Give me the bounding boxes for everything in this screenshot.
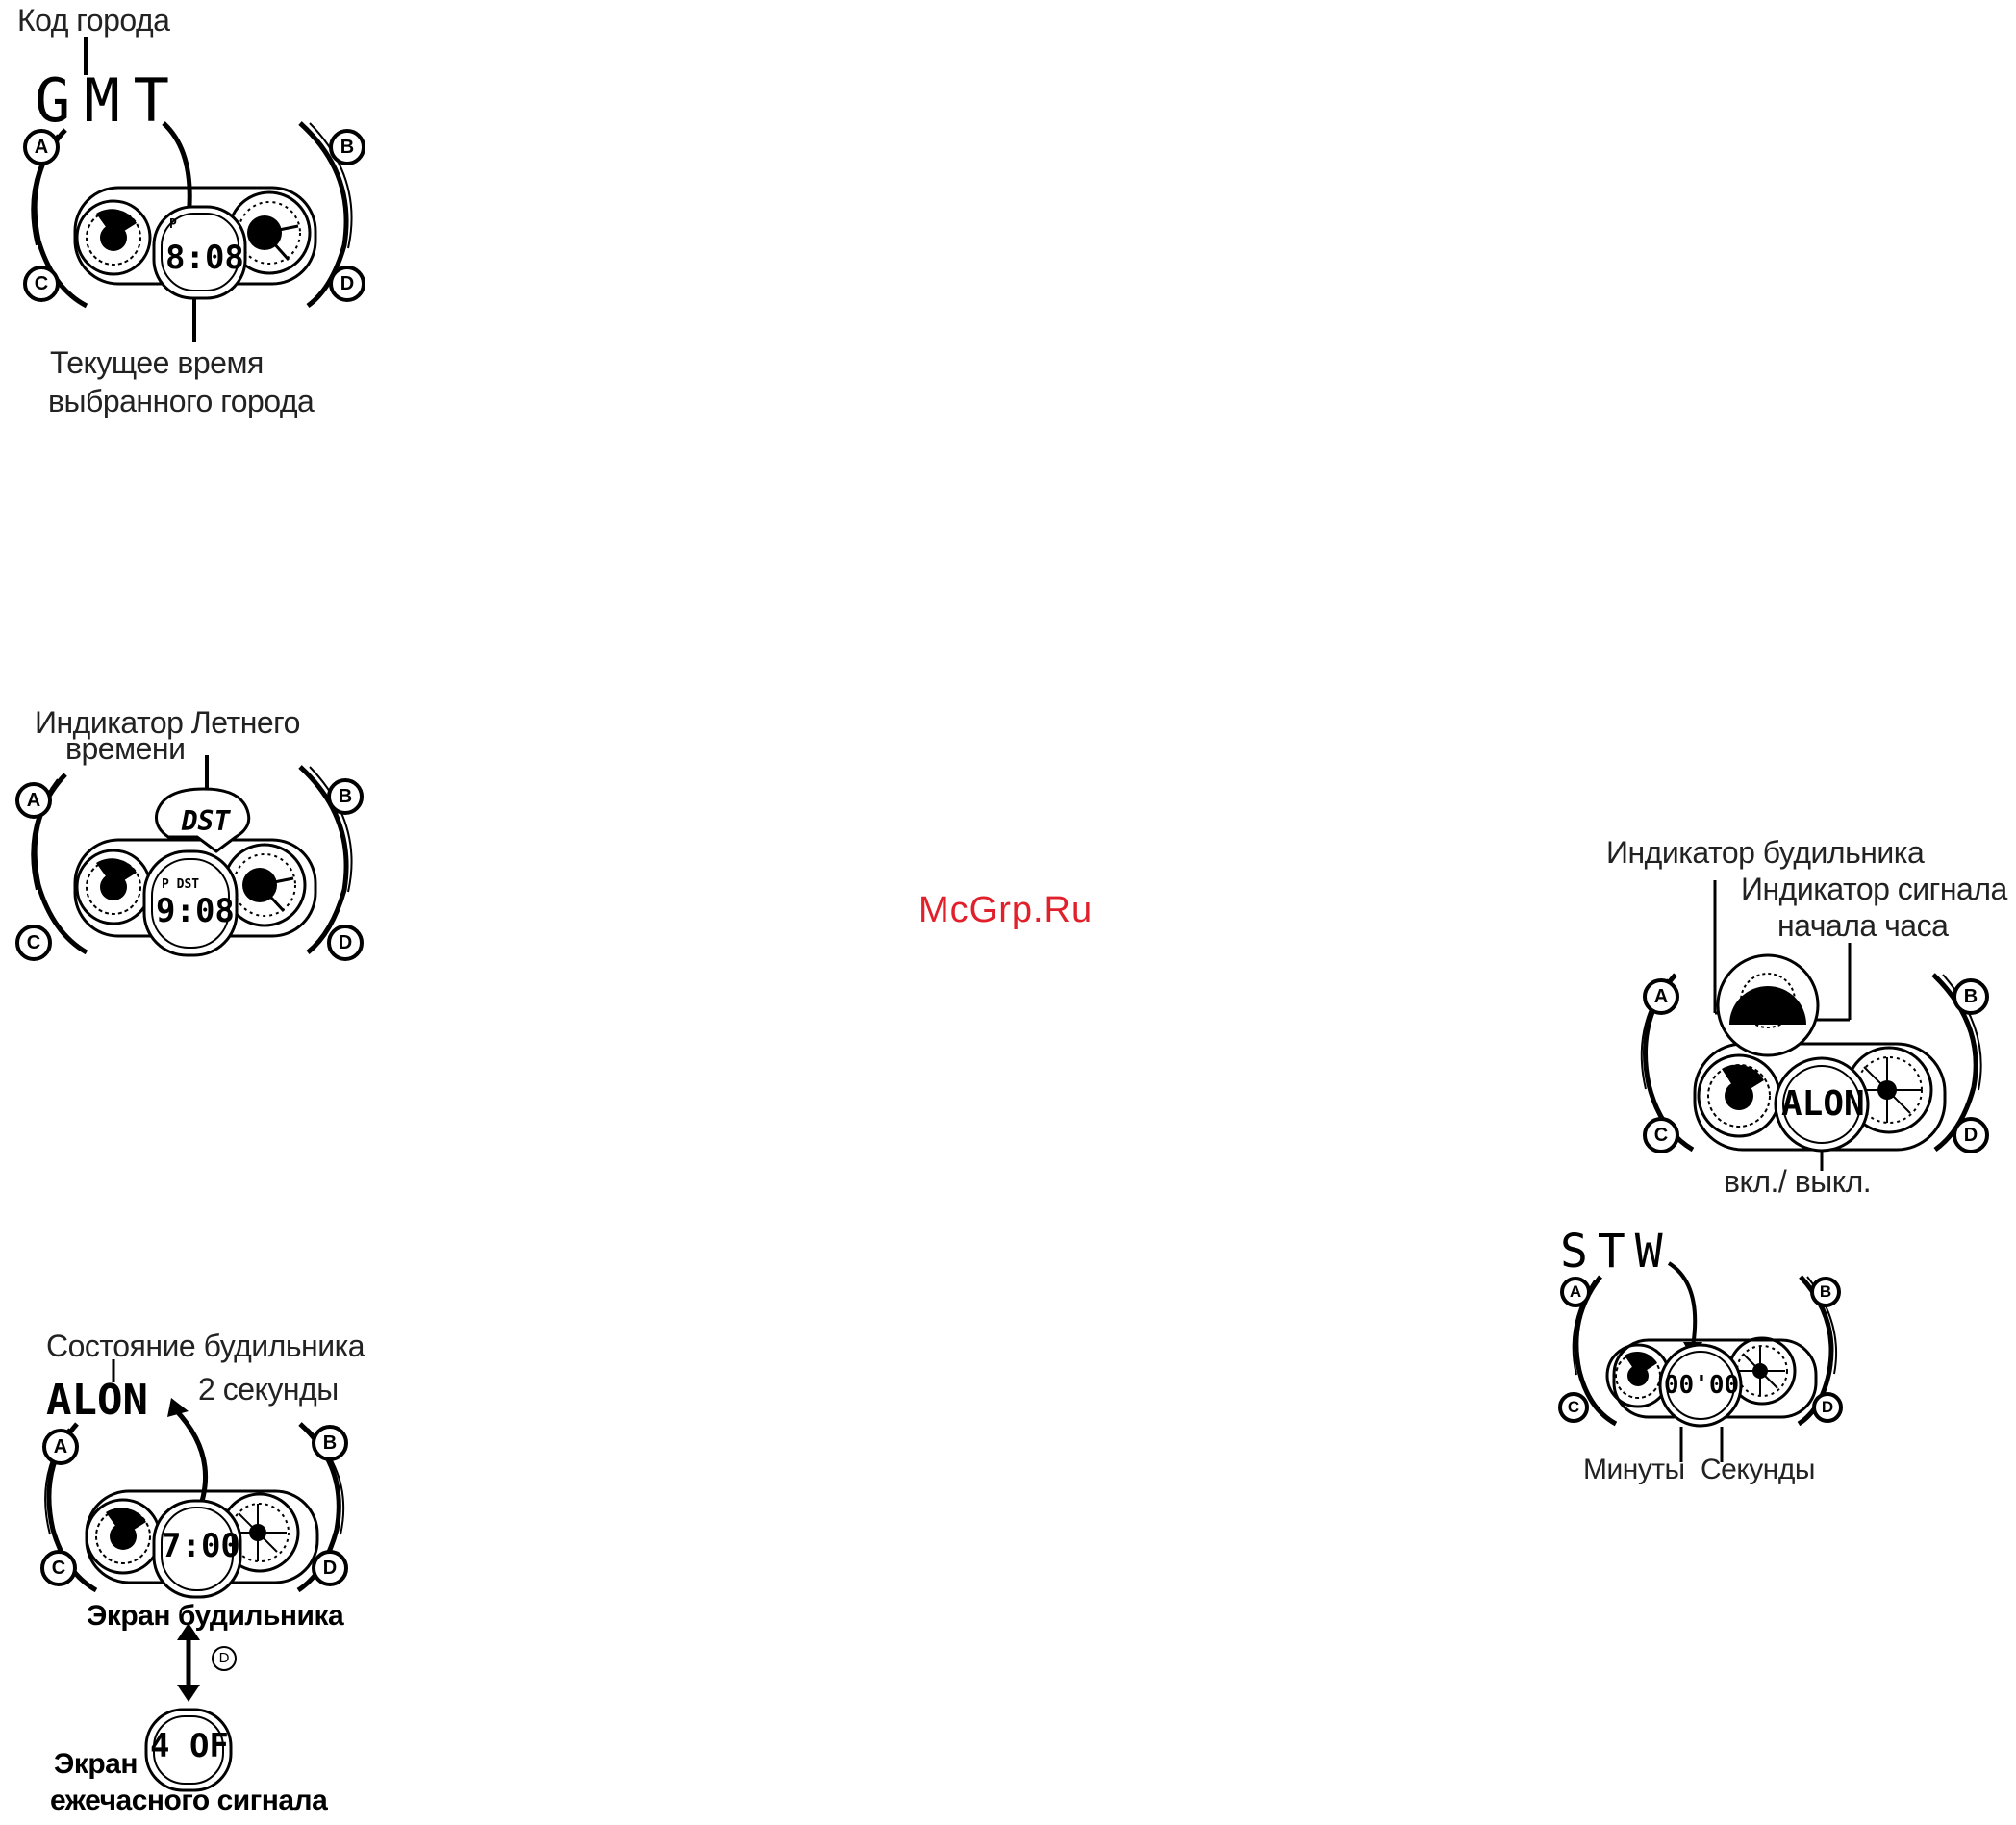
lcd-mark: P	[169, 217, 177, 232]
button-b[interactable]: B	[1810, 1277, 1841, 1307]
figure-city-code: Код города GMT P 8:08 A B C D Текущее вр…	[0, 0, 385, 423]
button-d[interactable]: D	[327, 925, 364, 961]
figure-dst: Индикатор Летнего времени DST P DST 9:08…	[0, 705, 385, 967]
button-b[interactable]: B	[312, 1425, 348, 1461]
button-c[interactable]: C	[1558, 1392, 1589, 1423]
stopwatch-time: 00'00	[1663, 1371, 1740, 1400]
button-a[interactable]: A	[15, 782, 52, 819]
button-b[interactable]: B	[329, 129, 365, 165]
stopwatch-mode-display: STW	[1560, 1225, 1673, 1279]
hourly-signal-label-1: Экран	[54, 1748, 139, 1780]
dst-bubble-text: DST	[181, 805, 231, 837]
button-a[interactable]: A	[1643, 978, 1679, 1015]
button-d-ref[interactable]: D	[212, 1646, 237, 1671]
watch-drawing	[1640, 880, 1982, 1171]
figure-stopwatch: STW 00'00 A B C D Минуты Секунды	[1558, 1225, 1847, 1496]
dst-label-1: Индикатор Летнего	[35, 705, 300, 740]
button-c[interactable]: C	[40, 1550, 77, 1586]
button-d[interactable]: D	[1812, 1392, 1843, 1423]
current-time-caption-1: Текущее время	[50, 345, 264, 380]
alarm-state-label: Состояние будильника	[46, 1329, 365, 1363]
watch-drawing	[31, 755, 353, 957]
alarm-screen-label: Экран будильника	[87, 1600, 344, 1632]
button-b[interactable]: B	[1953, 978, 1989, 1015]
current-time-caption-2: выбранного города	[48, 384, 315, 418]
watch-drawing	[44, 1359, 345, 1792]
button-c[interactable]: C	[23, 266, 60, 302]
button-d[interactable]: D	[329, 266, 365, 302]
alarm-state-display: ALON	[46, 1376, 148, 1425]
figure-alarm-indicators: Индикатор будильника Индикатор сигнала н…	[1606, 832, 2016, 1199]
hourly-indicator-label-2: начала часа	[1777, 908, 1949, 943]
button-d[interactable]: D	[1953, 1117, 1989, 1153]
hourly-signal-display: 4 OF	[150, 1727, 229, 1765]
button-a[interactable]: A	[1560, 1277, 1591, 1307]
alarm-indicator-label: Индикатор будильника	[1606, 835, 1925, 870]
button-b[interactable]: B	[327, 778, 364, 815]
lcd-mark: P DST	[162, 877, 200, 892]
watermark: McGrp.Ru	[919, 890, 1094, 930]
button-a[interactable]: A	[23, 129, 60, 165]
minutes-label: Минуты	[1583, 1454, 1685, 1485]
hourly-indicator-label-1: Индикатор сигнала	[1741, 872, 2007, 906]
dst-label-2: времени	[65, 731, 186, 766]
figure-alarm-state: Состояние будильника ALON 2 секунды 7:00…	[0, 1323, 385, 1825]
city-code-display: GMT	[35, 65, 183, 136]
city-code-label: Код города	[17, 3, 170, 38]
hourly-signal-label-2: ежечасного сигнала	[50, 1785, 328, 1816]
lcd-time: 9:08	[156, 892, 235, 930]
seconds-label: Секунды	[1701, 1454, 1815, 1485]
lcd-on-off: ALON	[1781, 1084, 1865, 1124]
button-c[interactable]: C	[1643, 1117, 1679, 1153]
button-a[interactable]: A	[42, 1429, 79, 1465]
lcd-time: 7:00	[162, 1527, 240, 1565]
on-off-caption: вкл./ выкл.	[1724, 1164, 1872, 1199]
button-d[interactable]: D	[312, 1550, 348, 1586]
seconds-label: 2 секунды	[198, 1372, 339, 1407]
lcd-time: 8:08	[165, 239, 244, 277]
button-c[interactable]: C	[15, 925, 52, 961]
